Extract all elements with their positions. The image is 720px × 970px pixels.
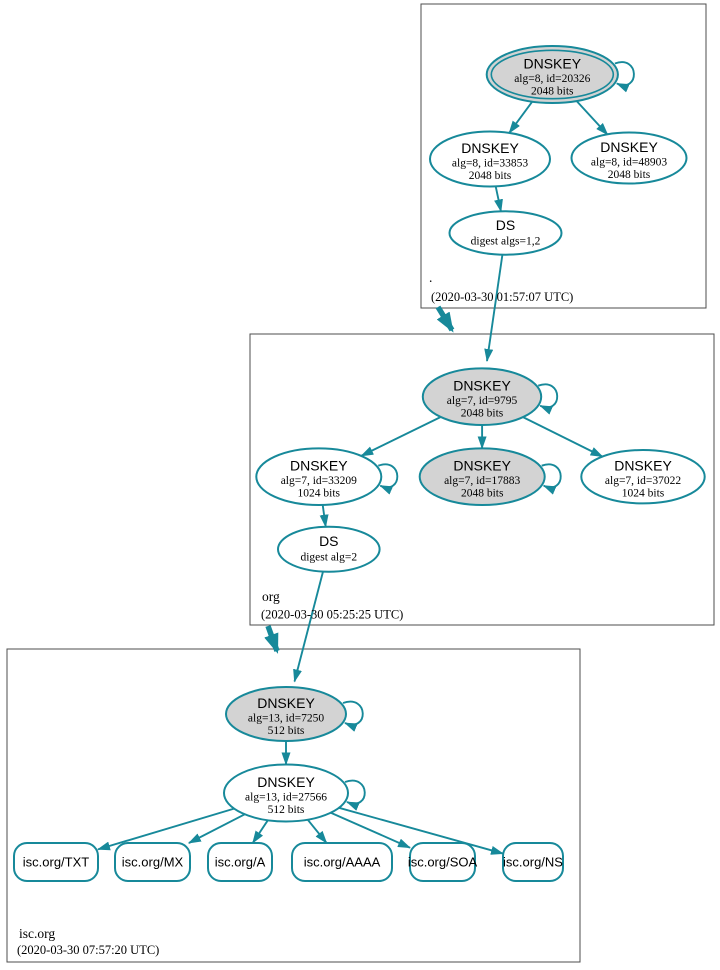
node-48903-title: DNSKEY bbox=[600, 139, 658, 155]
zone-timestamp-org: (2020-03-30 05:25:25 UTC) bbox=[261, 608, 403, 622]
rrset-aaaa-label: isc.org/AAAA bbox=[304, 855, 381, 870]
edge-org-ds-to-isc-ksk bbox=[293, 571, 324, 683]
node-org-ds: DS digest alg=2 bbox=[277, 525, 381, 573]
edge-33209-to-ds bbox=[319, 504, 329, 528]
zone-timestamp-root: (2020-03-30 01:57:07 UTC) bbox=[431, 290, 573, 304]
node-isc-ksk-bits: 512 bits bbox=[268, 725, 305, 737]
node-root-key-33853: DNSKEY alg=8, id=33853 2048 bits bbox=[429, 130, 551, 188]
node-33209-bits: 1024 bits bbox=[298, 488, 341, 500]
node-org-key-17883: DNSKEY alg=7, id=17883 2048 bits bbox=[418, 447, 546, 507]
edge-root-ksk-to-48903 bbox=[575, 100, 609, 136]
edge-zsk-to-txt bbox=[97, 807, 235, 851]
edge-zsk-to-aaaa bbox=[306, 819, 328, 844]
node-root-ds-detail: digest algs=1,2 bbox=[471, 236, 541, 248]
node-17883-title: DNSKEY bbox=[453, 458, 511, 474]
zone-box-org bbox=[249, 333, 715, 626]
node-org-ksk-bits: 2048 bits bbox=[461, 408, 504, 420]
rrset-ns: isc.org/NS bbox=[502, 842, 564, 882]
node-isc-zsk-bits: 512 bits bbox=[268, 804, 305, 816]
node-37022-detail: alg=7, id=37022 bbox=[605, 475, 681, 487]
node-org-ksk: DNSKEY alg=7, id=9795 2048 bits bbox=[421, 367, 543, 427]
rrset-txt: isc.org/TXT bbox=[13, 842, 99, 882]
node-root-ksk: DNSKEY alg=8, id=20326 2048 bits bbox=[485, 45, 619, 104]
edge-zsk-to-mx bbox=[188, 813, 246, 844]
node-37022-title: DNSKEY bbox=[614, 458, 672, 474]
node-33209-title: DNSKEY bbox=[290, 458, 348, 474]
selfloop-isc-zsk bbox=[344, 779, 366, 811]
selfloop-org-ksk bbox=[537, 383, 559, 415]
node-isc-ksk-detail: alg=13, id=7250 bbox=[248, 713, 324, 725]
node-root-ksk-title: DNSKEY bbox=[524, 56, 582, 72]
rrset-a: isc.org/A bbox=[207, 842, 273, 882]
delegation-arrow-org-to-isc bbox=[264, 625, 280, 654]
edge-zsk-to-soa bbox=[330, 811, 411, 849]
node-37022-bits: 1024 bits bbox=[622, 488, 665, 500]
node-root-ds: DS digest algs=1,2 bbox=[448, 210, 563, 256]
node-root-ds-title: DS bbox=[496, 217, 515, 233]
rrset-aaaa: isc.org/AAAA bbox=[291, 842, 393, 882]
node-root-ksk-detail: alg=8, id=20326 bbox=[514, 73, 590, 85]
zone-label-isc: isc.org bbox=[19, 926, 55, 941]
edge-33853-to-ds bbox=[494, 186, 503, 213]
rrset-mx: isc.org/MX bbox=[114, 842, 191, 882]
node-17883-detail: alg=7, id=17883 bbox=[444, 475, 520, 487]
node-48903-detail: alg=8, id=48903 bbox=[591, 157, 667, 169]
edge-zsk-to-ns bbox=[338, 806, 504, 855]
node-isc-ksk: DNSKEY alg=13, id=7250 512 bits bbox=[225, 686, 347, 742]
rrset-ns-label: isc.org/NS bbox=[503, 855, 563, 870]
rrset-txt-label: isc.org/TXT bbox=[23, 855, 90, 870]
node-33853-bits: 2048 bits bbox=[469, 170, 512, 182]
zone-label-org: org bbox=[262, 589, 280, 604]
node-33209-detail: alg=7, id=33209 bbox=[281, 475, 357, 487]
node-isc-zsk-detail: alg=13, id=27566 bbox=[245, 792, 327, 804]
edge-root-ds-to-org-ksk bbox=[484, 254, 504, 362]
selfloop-root-ksk bbox=[614, 61, 635, 93]
edge-zsk-to-a bbox=[251, 819, 269, 844]
zone-timestamp-isc: (2020-03-30 07:57:20 UTC) bbox=[17, 943, 159, 957]
edge-org-ksk-to-33209 bbox=[360, 416, 442, 457]
zone-label-root: . bbox=[429, 270, 432, 285]
node-48903-bits: 2048 bits bbox=[608, 169, 651, 181]
rrset-soa-label: isc.org/SOA bbox=[408, 855, 478, 870]
delegation-arrow-root-to-org bbox=[435, 305, 455, 333]
node-org-ds-title: DS bbox=[319, 533, 338, 549]
node-33853-title: DNSKEY bbox=[461, 140, 519, 156]
node-org-ksk-detail: alg=7, id=9795 bbox=[447, 395, 518, 407]
rrset-mx-label: isc.org/MX bbox=[122, 855, 184, 870]
node-33853-detail: alg=8, id=33853 bbox=[452, 158, 528, 170]
node-org-key-33209: DNSKEY alg=7, id=33209 1024 bits bbox=[255, 447, 383, 507]
selfloop-33209 bbox=[377, 463, 399, 495]
node-root-key-48903: DNSKEY alg=8, id=48903 2048 bits bbox=[570, 131, 688, 185]
node-org-ksk-title: DNSKEY bbox=[453, 378, 511, 394]
node-root-ksk-bits: 2048 bits bbox=[531, 86, 574, 98]
selfloop-isc-ksk bbox=[342, 700, 364, 732]
zone-box-root bbox=[420, 3, 707, 309]
node-17883-bits: 2048 bits bbox=[461, 488, 504, 500]
zone-box-isc bbox=[6, 648, 581, 963]
node-org-ds-detail: digest alg=2 bbox=[300, 552, 357, 564]
selfloop-17883 bbox=[541, 463, 562, 495]
node-isc-zsk: DNSKEY alg=13, id=27566 512 bits bbox=[223, 763, 349, 823]
rrset-a-label: isc.org/A bbox=[215, 855, 266, 870]
edge-org-ksk-to-37022 bbox=[522, 416, 604, 458]
node-org-key-37022: DNSKEY alg=7, id=37022 1024 bits bbox=[580, 449, 706, 505]
rrset-soa: isc.org/SOA bbox=[408, 842, 478, 882]
node-isc-zsk-title: DNSKEY bbox=[257, 774, 315, 790]
edge-root-ksk-to-33853 bbox=[508, 101, 534, 134]
node-isc-ksk-title: DNSKEY bbox=[257, 695, 315, 711]
